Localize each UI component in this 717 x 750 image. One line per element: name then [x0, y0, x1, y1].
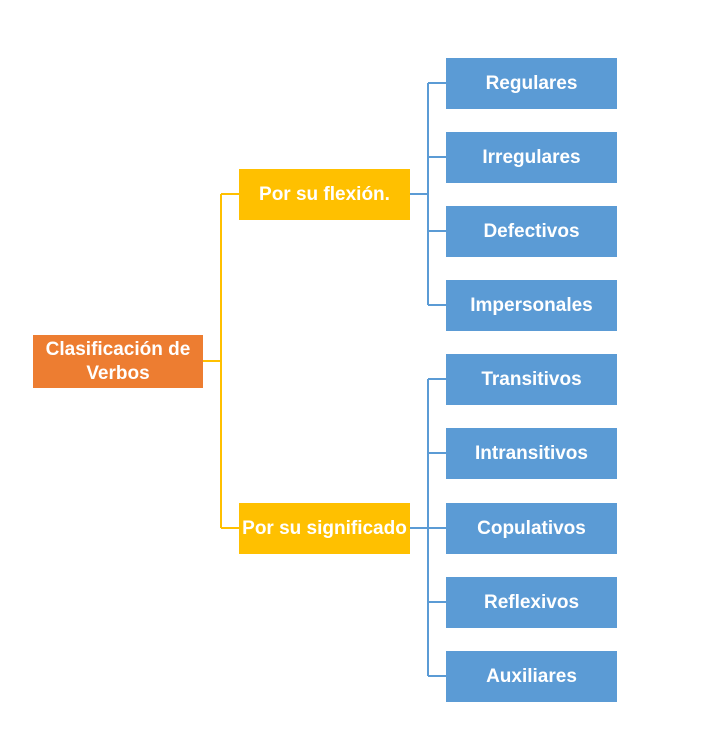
branch-flexion-label: Por su flexión.	[259, 183, 390, 205]
leaf-label: Copulativos	[477, 517, 586, 539]
root-node: Clasificación de Verbos	[33, 335, 203, 388]
leaf-label: Defectivos	[483, 220, 580, 242]
leaf-intransitivos: Intransitivos	[446, 428, 617, 479]
leaf-label: Regulares	[485, 72, 578, 94]
branch-flexion: Por su flexión.	[239, 169, 410, 220]
leaf-label: Irregulares	[482, 146, 581, 168]
leaf-regulares: Regulares	[446, 58, 617, 109]
leaf-defectivos: Defectivos	[446, 206, 617, 257]
root-label: Clasificación de Verbos	[45, 338, 191, 384]
leaf-copulativos: Copulativos	[446, 503, 617, 554]
leaf-label: Impersonales	[470, 294, 593, 316]
branch-significado-label: Por su significado	[242, 517, 407, 539]
leaf-reflexivos: Reflexivos	[446, 577, 617, 628]
leaf-label: Auxiliares	[486, 665, 577, 687]
leaf-auxiliares: Auxiliares	[446, 651, 617, 702]
leaf-transitivos: Transitivos	[446, 354, 617, 405]
leaf-label: Transitivos	[481, 368, 582, 390]
leaf-label: Intransitivos	[475, 442, 588, 464]
leaf-irregulares: Irregulares	[446, 132, 617, 183]
leaf-label: Reflexivos	[483, 591, 580, 613]
leaf-impersonales: Impersonales	[446, 280, 617, 331]
branch-significado: Por su significado	[239, 503, 410, 554]
